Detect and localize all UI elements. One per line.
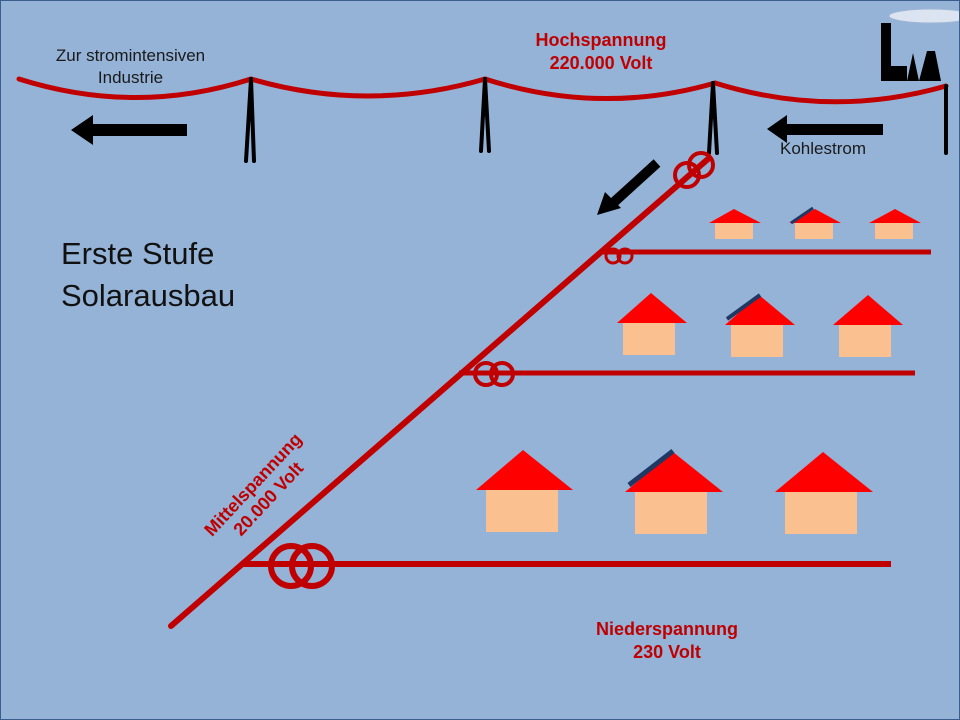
industry-label: Zur stromintensiven Industrie [23,45,238,89]
industry-label-line1: Zur stromintensiven [55,46,206,65]
house-icon [725,293,795,357]
transformer-icon [473,361,515,387]
pylon-icon [244,77,256,163]
house-icon [617,293,687,355]
house-icon [833,295,903,357]
stage-title: Erste Stufe Solarausbau [61,233,235,317]
stage-title-line1: Erste Stufe [61,236,215,271]
house-icon [789,206,841,239]
high-voltage-label: Hochspannung 220.000 Volt [491,29,711,76]
arrow-left-icon [71,115,187,145]
pylon-icon [479,77,491,153]
low-voltage-label: Niederspannung 230 Volt [557,618,777,665]
solar-panel-icon [627,449,675,487]
arrow-left-icon [767,115,883,143]
coal-label: Kohlestrom [780,139,866,158]
arrow-down-left-icon [597,159,661,215]
high-voltage-value: 220.000 Volt [549,53,653,74]
low-voltage-value: 230 Volt [633,642,701,663]
house-icon [869,209,921,239]
house-icon [625,449,723,534]
transformer-icon [673,151,715,189]
pylon-icon [707,81,719,155]
high-voltage-title: Hochspannung [535,30,667,50]
house-icon [775,452,873,534]
medium-voltage-line [168,156,711,629]
house-icon [709,209,761,239]
smoke-icon [888,8,959,24]
transformer-icon [604,247,634,265]
industry-label-line2: Industrie [97,68,164,88]
house-icon [476,450,573,532]
solar-panel-icon [725,293,762,321]
factory-icon [881,8,959,81]
low-voltage-title: Niederspannung [595,619,738,639]
transformer-icon [268,543,335,589]
solar-panel-icon [790,206,814,225]
stage-title-line2: Solarausbau [61,277,236,313]
